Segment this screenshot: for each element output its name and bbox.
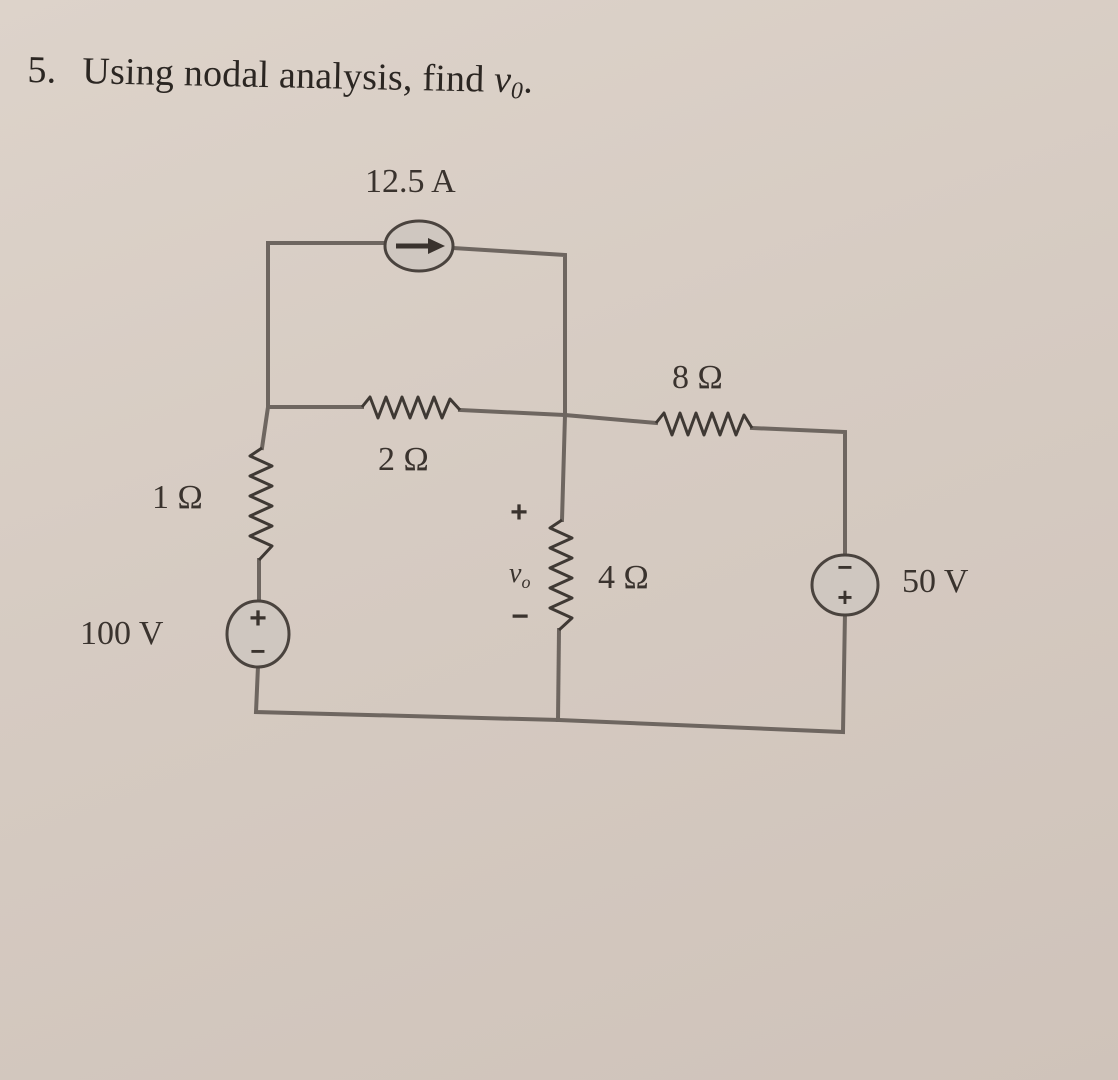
arrow-right-icon — [428, 238, 445, 254]
resistor-2-ohm — [360, 395, 462, 420]
resistor-8-ohm — [654, 411, 754, 437]
wire-top-loop-right — [450, 245, 567, 417]
wire-middle-node-to-4ohm — [559, 412, 568, 523]
voltage-source-50v: − + — [810, 552, 880, 617]
wire-middle-node-to-8ohm — [562, 412, 659, 426]
wire-top-loop — [266, 241, 387, 409]
label-v-left: 100 V — [80, 615, 164, 652]
wire-4ohm-to-bottom — [555, 627, 562, 723]
label-v-right: 50 V — [902, 563, 969, 600]
current-source-12-5a — [383, 219, 455, 273]
voltage-source-100v: + − — [225, 599, 291, 669]
wire-100v-to-bottom — [253, 663, 561, 723]
vo-label: vo — [509, 558, 530, 592]
source-50v-minus: − — [837, 552, 852, 582]
vo-minus: − — [511, 600, 529, 633]
label-r-middle: 4 Ω — [598, 559, 649, 596]
wire-2ohm-to-middle-node — [457, 407, 568, 418]
wire-8ohm-to-right — [749, 425, 847, 560]
resistor-1-ohm — [248, 446, 274, 562]
label-current-source: 12.5 A — [365, 163, 456, 200]
circuit-wires — [253, 241, 848, 735]
label-r-top: 2 Ω — [378, 441, 429, 478]
label-r-left: 1 Ω — [152, 479, 203, 516]
wire-right-source-to-bottom — [555, 609, 848, 735]
source-50v-plus: + — [837, 582, 852, 612]
wire-left-node-to-1ohm — [259, 404, 271, 451]
source-100v-plus: + — [249, 602, 267, 635]
label-r-right: 8 Ω — [672, 359, 723, 396]
resistor-4-ohm — [548, 518, 574, 632]
vo-plus: + — [510, 496, 528, 529]
source-100v-minus: − — [250, 636, 265, 666]
